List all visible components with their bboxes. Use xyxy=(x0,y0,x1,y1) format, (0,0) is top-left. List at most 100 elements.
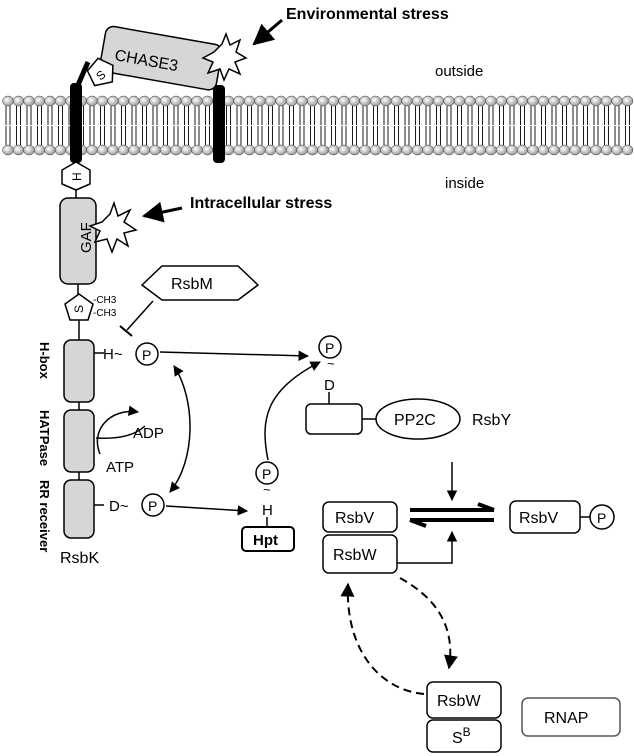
lipid-head-outer xyxy=(506,95,518,107)
lipid-head-outer xyxy=(107,95,119,107)
rsbw-sigma-complex-label: RsbW xyxy=(437,693,481,710)
hpt-h-label: H xyxy=(262,502,273,519)
h-tilde-label: H~ xyxy=(103,346,123,363)
hatpase-domain xyxy=(63,409,95,473)
phospho-circle-rsbv xyxy=(589,504,615,530)
lipid-head-inner xyxy=(243,144,256,156)
lipid-head-inner xyxy=(317,144,329,156)
lipid-head-inner xyxy=(621,144,634,156)
intracellular-stress-label: Intracellular stress xyxy=(190,195,332,212)
lipid-head-outer xyxy=(275,95,287,107)
lipid-head-inner xyxy=(12,144,25,156)
rsby-d-label: D xyxy=(324,377,335,394)
intracellular-stress-arrow xyxy=(141,201,183,223)
lipid-head-inner xyxy=(86,144,98,156)
lipid-head-outer xyxy=(149,95,161,107)
sigma-b-label: SB xyxy=(452,725,471,747)
lipid-head-inner xyxy=(422,144,434,156)
lipid-head-outer xyxy=(201,95,214,107)
inside-label: inside xyxy=(445,175,484,192)
rnap-label: RNAP xyxy=(544,710,588,727)
lipid-head-inner xyxy=(537,144,550,156)
lipid-head-inner xyxy=(380,144,392,156)
lipid-head-outer xyxy=(432,95,445,107)
lipid-head-inner xyxy=(285,144,298,156)
lipid-head-inner xyxy=(2,144,14,156)
rsbm-inhibition-line xyxy=(126,300,154,331)
lipid-head-inner xyxy=(191,144,203,156)
lipid-head-inner xyxy=(348,144,361,156)
lipid-head-outer xyxy=(485,95,497,107)
lipid-head-outer xyxy=(233,95,245,107)
phospho-rsbv-label: P xyxy=(597,510,606,526)
atp-to-adp-arrow xyxy=(96,405,140,455)
lipid-head-outer xyxy=(495,95,508,107)
lipid-head-outer xyxy=(54,95,67,107)
lipid-head-outer xyxy=(317,95,329,107)
methyl-bottom-label: -CH3 xyxy=(93,308,117,319)
gaf-label: GAF xyxy=(78,222,95,253)
lipid-head-outer xyxy=(401,95,413,107)
rsbv-node-complex xyxy=(322,501,398,533)
lipid-head-inner xyxy=(254,144,266,156)
adp-label: ADP xyxy=(133,425,164,442)
lipid-head-inner xyxy=(600,144,613,156)
phospho-h-label: P xyxy=(142,347,151,363)
lipid-head-outer xyxy=(548,95,560,107)
rsby-receiver-node xyxy=(305,403,363,435)
lipid-head-inner xyxy=(44,144,56,156)
lipid-head-outer xyxy=(264,95,277,107)
phospho-d-label: P xyxy=(148,498,157,514)
lipid-head-outer xyxy=(33,95,46,107)
environmental-stress-label: Environmental stress xyxy=(286,6,449,23)
s-pentagon-top xyxy=(86,57,114,87)
rr-receiver-label: RR receiver xyxy=(37,480,52,552)
cell-membrane xyxy=(2,95,634,156)
lipid-head-inner xyxy=(495,144,508,156)
lipid-head-outer xyxy=(600,95,613,107)
lipid-head-outer xyxy=(569,95,581,107)
lipid-head-outer xyxy=(443,95,455,107)
lipid-head-inner xyxy=(579,144,592,156)
lipid-head-outer xyxy=(590,95,602,107)
rsbw-complex-label: RsbW xyxy=(333,547,377,564)
lipid-head-outer xyxy=(390,95,403,107)
lipid-head-inner xyxy=(54,144,67,156)
lipid-head-outer xyxy=(537,95,550,107)
lipid-head-inner xyxy=(23,144,35,156)
lipid-head-inner xyxy=(233,144,245,156)
lipid-head-inner xyxy=(558,144,571,156)
phosphotransfer-h-to-d-arrow xyxy=(169,365,191,493)
lipid-head-outer xyxy=(348,95,361,107)
lipid-head-outer xyxy=(254,95,266,107)
lipid-head-outer xyxy=(359,95,371,107)
lipid-head-outer xyxy=(138,95,151,107)
rnap-node xyxy=(521,697,621,737)
lipid-head-outer xyxy=(611,95,623,107)
outside-label: outside xyxy=(435,63,483,80)
pp2c-node xyxy=(375,398,461,440)
methyl-top-label: -CH3 xyxy=(93,295,117,306)
lipid-head-inner xyxy=(107,144,119,156)
h-box-label: H-box xyxy=(37,342,52,380)
lipid-head-inner xyxy=(474,144,487,156)
rsbm-label: RsbM xyxy=(171,276,213,293)
hpt-label: Hpt xyxy=(253,532,278,549)
lipid-head-inner xyxy=(296,144,308,156)
rsbm-node xyxy=(140,265,260,301)
lipid-head-inner xyxy=(432,144,445,156)
lipid-head-inner xyxy=(149,144,161,156)
lipid-head-outer xyxy=(117,95,130,107)
lipid-head-outer xyxy=(44,95,56,107)
pp2c-label: PP2C xyxy=(394,412,436,429)
d-tilde-label: D~ xyxy=(109,498,129,515)
hatpase-label: HATPase xyxy=(37,410,52,466)
lipid-head-inner xyxy=(548,144,560,156)
sigma-to-rsbw-dashed-arrow xyxy=(340,582,425,695)
environmental-stress-arrow xyxy=(252,18,283,46)
phospho-circle-rsby xyxy=(318,335,342,359)
h-label: H xyxy=(70,172,84,181)
phospho-circle-hpt xyxy=(255,461,279,485)
lipid-head-outer xyxy=(453,95,466,107)
